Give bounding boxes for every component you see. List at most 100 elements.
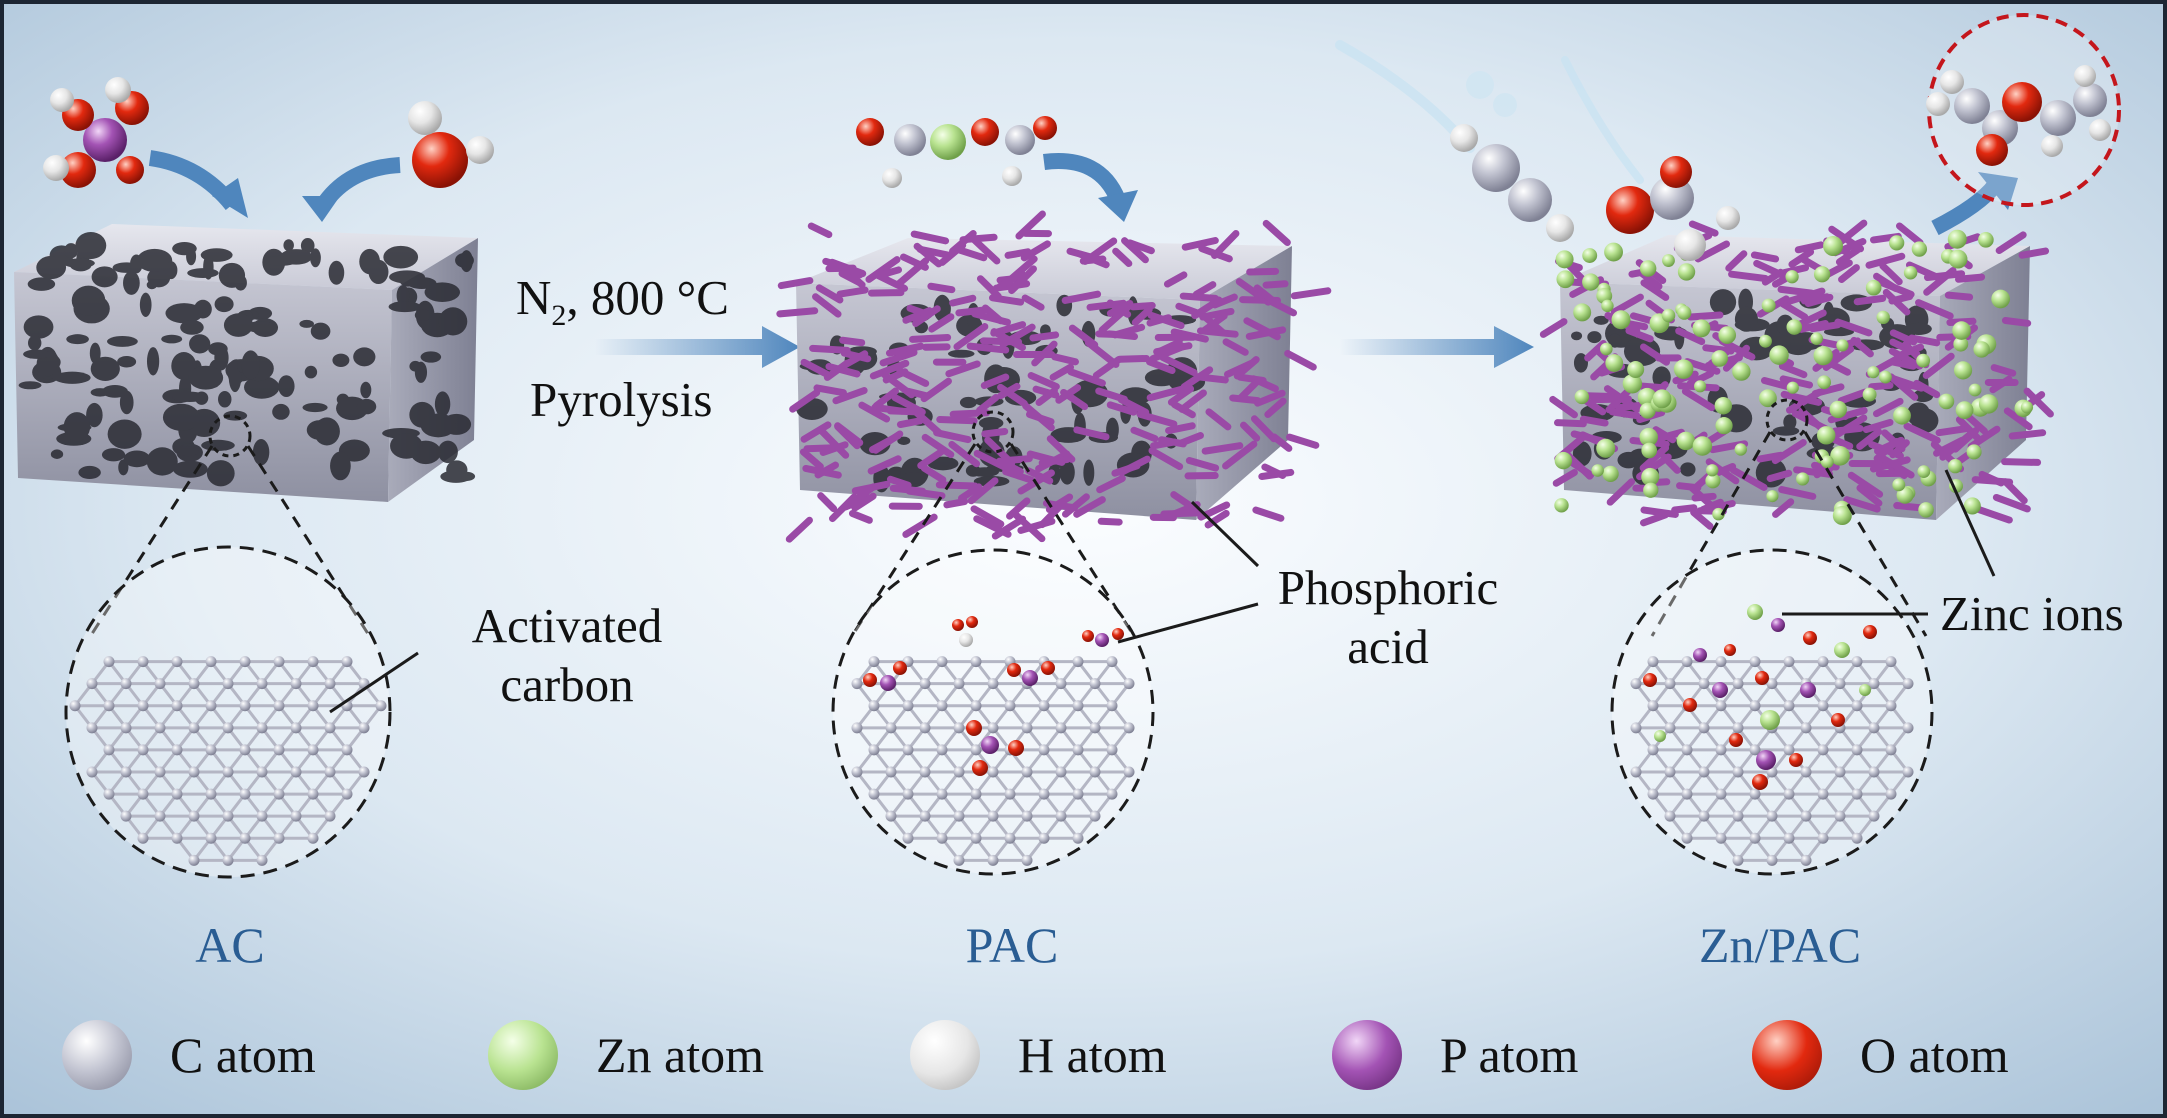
zinc-ion xyxy=(1867,366,1880,379)
phosphoric-pointer-zoom xyxy=(1117,602,1259,644)
lattice-atom xyxy=(868,700,880,712)
arrow-ac-to-pac xyxy=(595,326,800,368)
phosphoric-rod xyxy=(839,263,864,279)
zinc-ion xyxy=(1556,270,1575,289)
lattice-atom xyxy=(1664,678,1676,690)
phosphoric-rod xyxy=(1791,409,1830,433)
pore xyxy=(107,419,142,449)
lattice-atom xyxy=(1834,678,1846,690)
phosphoric-rod xyxy=(1908,334,1941,347)
lattice-atom xyxy=(239,656,251,668)
phosphoric-rod xyxy=(1097,517,1123,526)
lattice-atom xyxy=(902,744,914,756)
lattice-atom xyxy=(1021,854,1033,866)
phosphoric-rod xyxy=(1771,439,1807,465)
lattice-atom xyxy=(341,744,353,756)
pore xyxy=(91,266,118,288)
lattice-atom xyxy=(936,788,948,800)
lattice-atom xyxy=(154,678,166,690)
phosphoric-rod xyxy=(807,222,833,239)
znpac-block xyxy=(1539,219,2054,530)
pore xyxy=(424,282,461,303)
zinc-ion xyxy=(1734,443,1747,456)
lattice-atom xyxy=(953,678,965,690)
lattice-atom xyxy=(171,744,183,756)
pore xyxy=(414,309,432,321)
phosphoric-rod xyxy=(1067,368,1106,387)
phosphoric-rod xyxy=(1116,354,1150,363)
lattice-atom xyxy=(1817,744,1829,756)
pore xyxy=(146,347,160,376)
phosphoric-rod xyxy=(1201,442,1244,455)
phosphoric-rod xyxy=(1068,324,1099,349)
phosphoric-rod xyxy=(1686,311,1724,321)
zinc-ion xyxy=(1611,310,1631,330)
phosphoric-rod xyxy=(1020,240,1051,262)
phosphoric-rod xyxy=(1886,374,1925,392)
legend-label-carbon: C atom xyxy=(170,1027,316,1083)
phosphoric-rod xyxy=(1873,437,1901,462)
lattice-atom xyxy=(358,722,370,734)
phosphoric-rod xyxy=(1856,428,1883,451)
pore xyxy=(1593,315,1609,325)
zinc-ion xyxy=(1948,459,1963,474)
zinc-ion xyxy=(1876,310,1890,325)
pore xyxy=(136,248,173,273)
zinc-ion xyxy=(1758,389,1777,408)
lattice-atom xyxy=(1055,678,1067,690)
pore xyxy=(218,390,232,408)
lattice-atom xyxy=(1732,678,1744,690)
lattice-atom xyxy=(1089,722,1101,734)
phosphoric-rod xyxy=(1204,509,1230,529)
phosphoric-rod xyxy=(1096,474,1126,494)
lattice-atom xyxy=(1885,700,1897,712)
lattice-atom xyxy=(205,700,217,712)
pore xyxy=(437,440,458,464)
pore xyxy=(359,248,381,275)
phosphoric-rod xyxy=(996,269,1026,291)
zinc-ion xyxy=(1862,387,1877,402)
phosphoric-rod xyxy=(1694,240,1730,263)
zinc-ion xyxy=(1714,397,1733,415)
phosphoric-rod xyxy=(917,447,946,470)
pore xyxy=(330,451,351,481)
lattice-atom xyxy=(205,656,217,668)
pore xyxy=(119,390,134,415)
pore xyxy=(36,255,67,280)
phosphoric-rod xyxy=(1614,401,1646,412)
lattice-atom xyxy=(171,700,183,712)
lattice-atom xyxy=(171,788,183,800)
phosphoric-rod xyxy=(1222,338,1249,356)
zinc-ion xyxy=(1732,362,1751,381)
lattice-atom xyxy=(970,832,982,844)
phosphoric-rod xyxy=(1954,273,1986,283)
lattice-atom xyxy=(1902,678,1914,690)
activated-carbon-label: Activated carbon xyxy=(462,600,672,711)
lattice-atom xyxy=(1630,678,1642,690)
phosphoric-rod xyxy=(1211,293,1238,309)
zinc-ion xyxy=(1769,345,1789,365)
phosphoric-rod xyxy=(1004,248,1032,259)
zinc-ion xyxy=(1677,263,1696,281)
lattice-atom xyxy=(171,832,183,844)
zinc-ion xyxy=(1554,498,1569,513)
pore xyxy=(101,384,128,398)
phosphoric-rod xyxy=(1185,457,1220,472)
phosphoric-rod xyxy=(817,426,850,459)
zinc-ion xyxy=(1554,451,1573,470)
phosphoric-rod xyxy=(1691,492,1717,502)
pore xyxy=(63,243,79,259)
lattice-atom xyxy=(1800,810,1812,822)
lattice-atom xyxy=(307,744,319,756)
pore xyxy=(89,342,101,364)
lattice-atom xyxy=(1698,766,1710,778)
pore xyxy=(252,439,270,466)
phosphoric-rod xyxy=(886,407,921,416)
pore xyxy=(241,350,260,380)
lattice-atom xyxy=(953,854,965,866)
lattice-atom xyxy=(273,700,285,712)
phosphoric-pointer-bulk xyxy=(1190,500,1260,568)
phosphoric-rod xyxy=(1973,505,2013,524)
zinc-ion xyxy=(1978,232,1994,248)
phosphoric-rod xyxy=(1025,467,1054,485)
